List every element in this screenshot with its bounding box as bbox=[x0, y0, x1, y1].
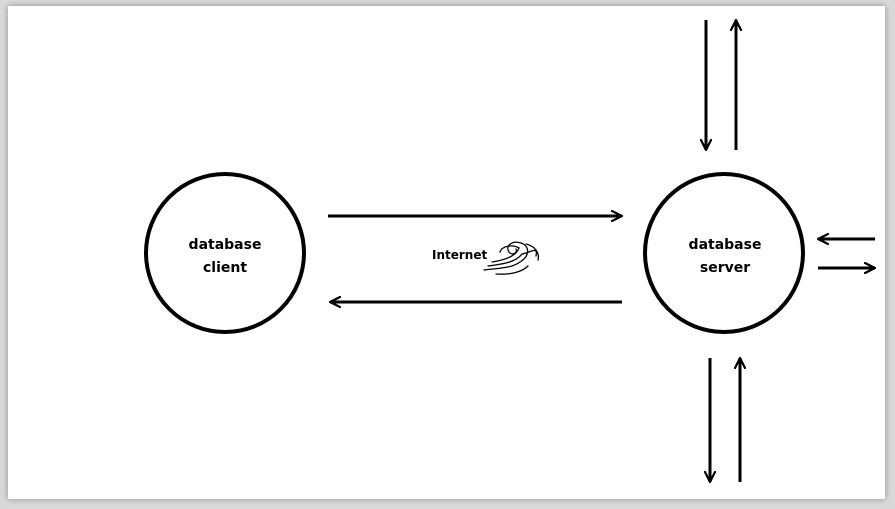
client-node: database client bbox=[144, 172, 306, 334]
client-circle bbox=[144, 172, 306, 334]
server-node: database server bbox=[643, 172, 805, 334]
internet-swirl-icon bbox=[483, 241, 540, 275]
client-label-line2: client bbox=[203, 260, 247, 276]
internet-label: Internet bbox=[432, 248, 487, 262]
server-label-line1: database bbox=[689, 237, 762, 253]
server-circle bbox=[643, 172, 805, 334]
server-label-line2: server bbox=[700, 260, 750, 276]
client-label-line1: database bbox=[189, 237, 262, 253]
